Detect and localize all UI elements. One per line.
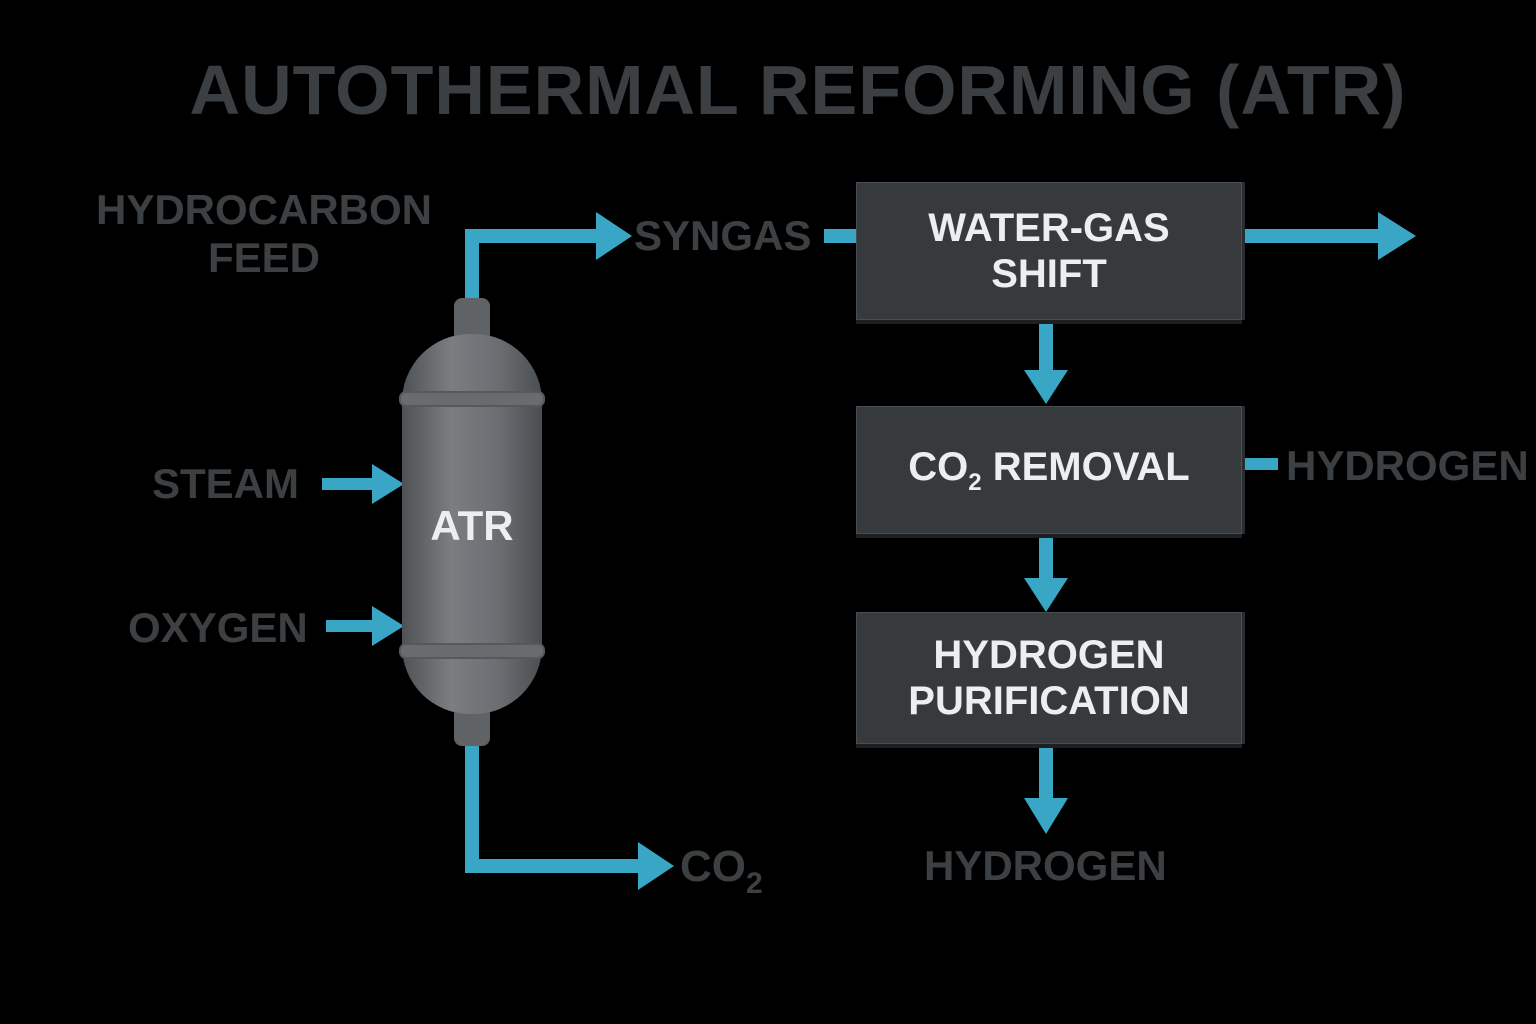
co2-removal-to-purification-arrowhead	[1024, 578, 1068, 612]
purification-outlet-arrowhead	[1024, 798, 1068, 834]
hydrogen-product-label: HYDROGEN	[924, 842, 1167, 889]
co2-outlet-label-subscript: 2	[746, 867, 763, 900]
steam-inlet-arrowhead	[372, 464, 404, 504]
wgs-to-co2-removal-arrowhead	[1024, 370, 1068, 404]
co2-removal-co: CO	[908, 445, 969, 489]
co2-removal-text: REMOVAL	[981, 445, 1190, 489]
water-gas-shift-line1: WATER-GAS	[928, 206, 1170, 250]
syngas-pipe	[465, 229, 600, 298]
co2-removal-subscript: 2	[968, 469, 982, 496]
syngas-arrowhead	[596, 212, 632, 260]
wgs-outlet-arrowhead	[1378, 212, 1416, 260]
hydrocarbon-feed-label: HYDROCARBON FEED	[86, 186, 442, 282]
hydrocarbon-feed-line2: FEED	[207, 234, 320, 281]
co2-outlet-label: CO2	[680, 842, 763, 900]
co2-outlet-pipe	[465, 744, 642, 873]
hydrogen-purification-line2: PURIFICATION	[908, 679, 1190, 723]
water-gas-shift-line2: SHIFT	[991, 252, 1107, 296]
hydrocarbon-feed-line1: HYDROCARBON	[96, 186, 432, 233]
oxygen-label: OXYGEN	[128, 604, 308, 651]
syngas-label: SYNGAS	[634, 212, 812, 259]
hydrogen-side-label: HYDROGEN	[1286, 442, 1529, 489]
co2-outlet-arrowhead	[638, 842, 674, 890]
hydrogen-purification-line1: HYDROGEN	[933, 633, 1165, 677]
atr-vessel	[399, 298, 545, 746]
water-gas-shift-box: WATER-GAS SHIFT	[856, 182, 1242, 320]
atr-vessel-label: ATR	[430, 502, 514, 549]
co2-removal-box: CO2 REMOVAL	[856, 406, 1242, 534]
diagram-title: AUTOTHERMAL REFORMING (ATR)	[189, 51, 1407, 129]
co2-removal-label: CO2 REMOVAL	[908, 444, 1190, 496]
steam-label: STEAM	[152, 460, 299, 507]
hydrogen-purification-box: HYDROGEN PURIFICATION	[856, 612, 1242, 744]
co2-outlet-label-main: CO	[680, 842, 746, 891]
oxygen-inlet-arrowhead	[372, 606, 404, 646]
